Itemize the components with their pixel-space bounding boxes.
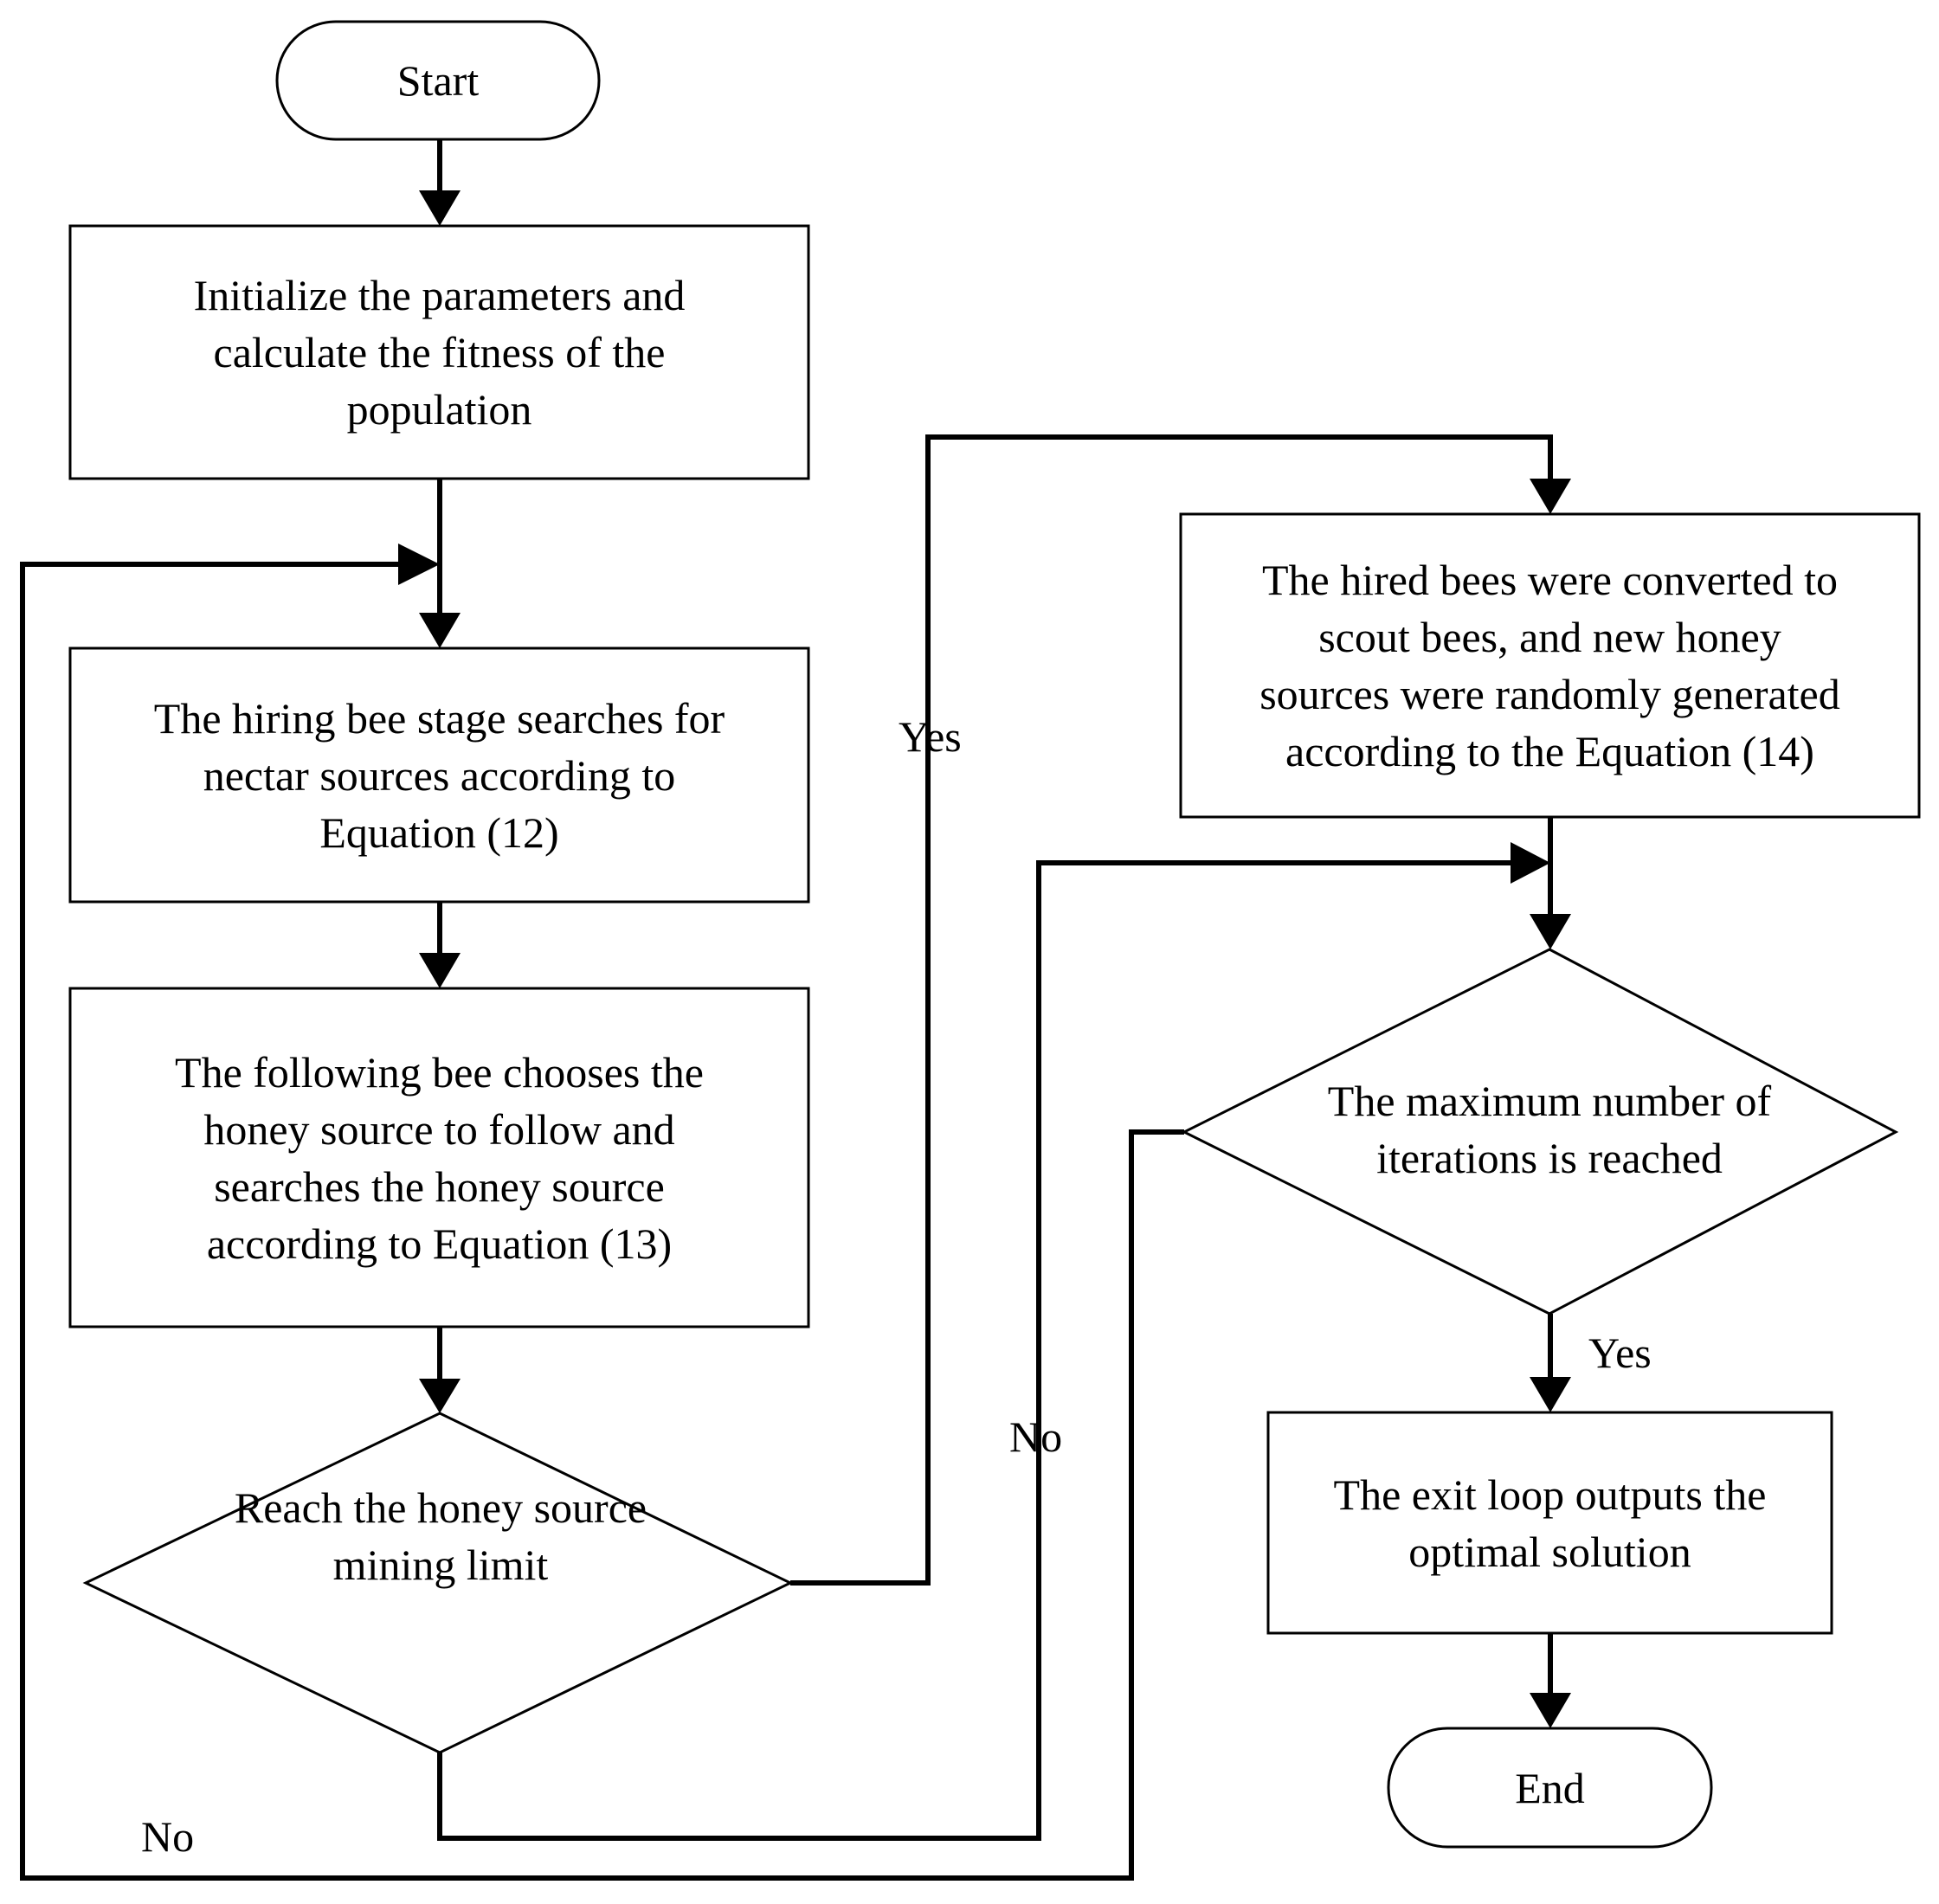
connector-iter-no-loop-back [20,562,1184,1881]
exit-process-box [1266,1411,1833,1635]
arrowhead-loop-merge [398,544,440,585]
arrowhead-iter [1530,914,1571,949]
start-terminal [275,20,601,141]
edge-label-limit-yes: Yes [899,712,962,761]
edge-label-iter-yes: Yes [1588,1328,1652,1377]
arrowhead-exit [1530,1377,1571,1412]
arrowhead-hiring [419,613,461,648]
edge-label-iter-no: No [141,1812,195,1861]
arrowhead-merge-iter [1511,842,1550,884]
scout-process-box [1179,512,1921,819]
end-terminal [1387,1727,1713,1849]
connector-limit-no-to-iter [437,860,1511,1841]
init-process-box [68,224,810,480]
arrowhead-following [419,953,461,988]
connector-limit-yes-to-scout [790,434,1553,1586]
arrowhead-end [1530,1693,1571,1728]
max-iter-decision-diamond [1181,948,1899,1315]
limit-decision-diamond [82,1412,794,1754]
hiring-process-box [68,646,810,904]
arrowhead-scout [1530,479,1571,514]
arrowhead-init [419,190,461,226]
arrowhead-limit [419,1379,461,1413]
edge-label-limit-no: No [1009,1412,1063,1461]
following-process-box [68,987,810,1328]
